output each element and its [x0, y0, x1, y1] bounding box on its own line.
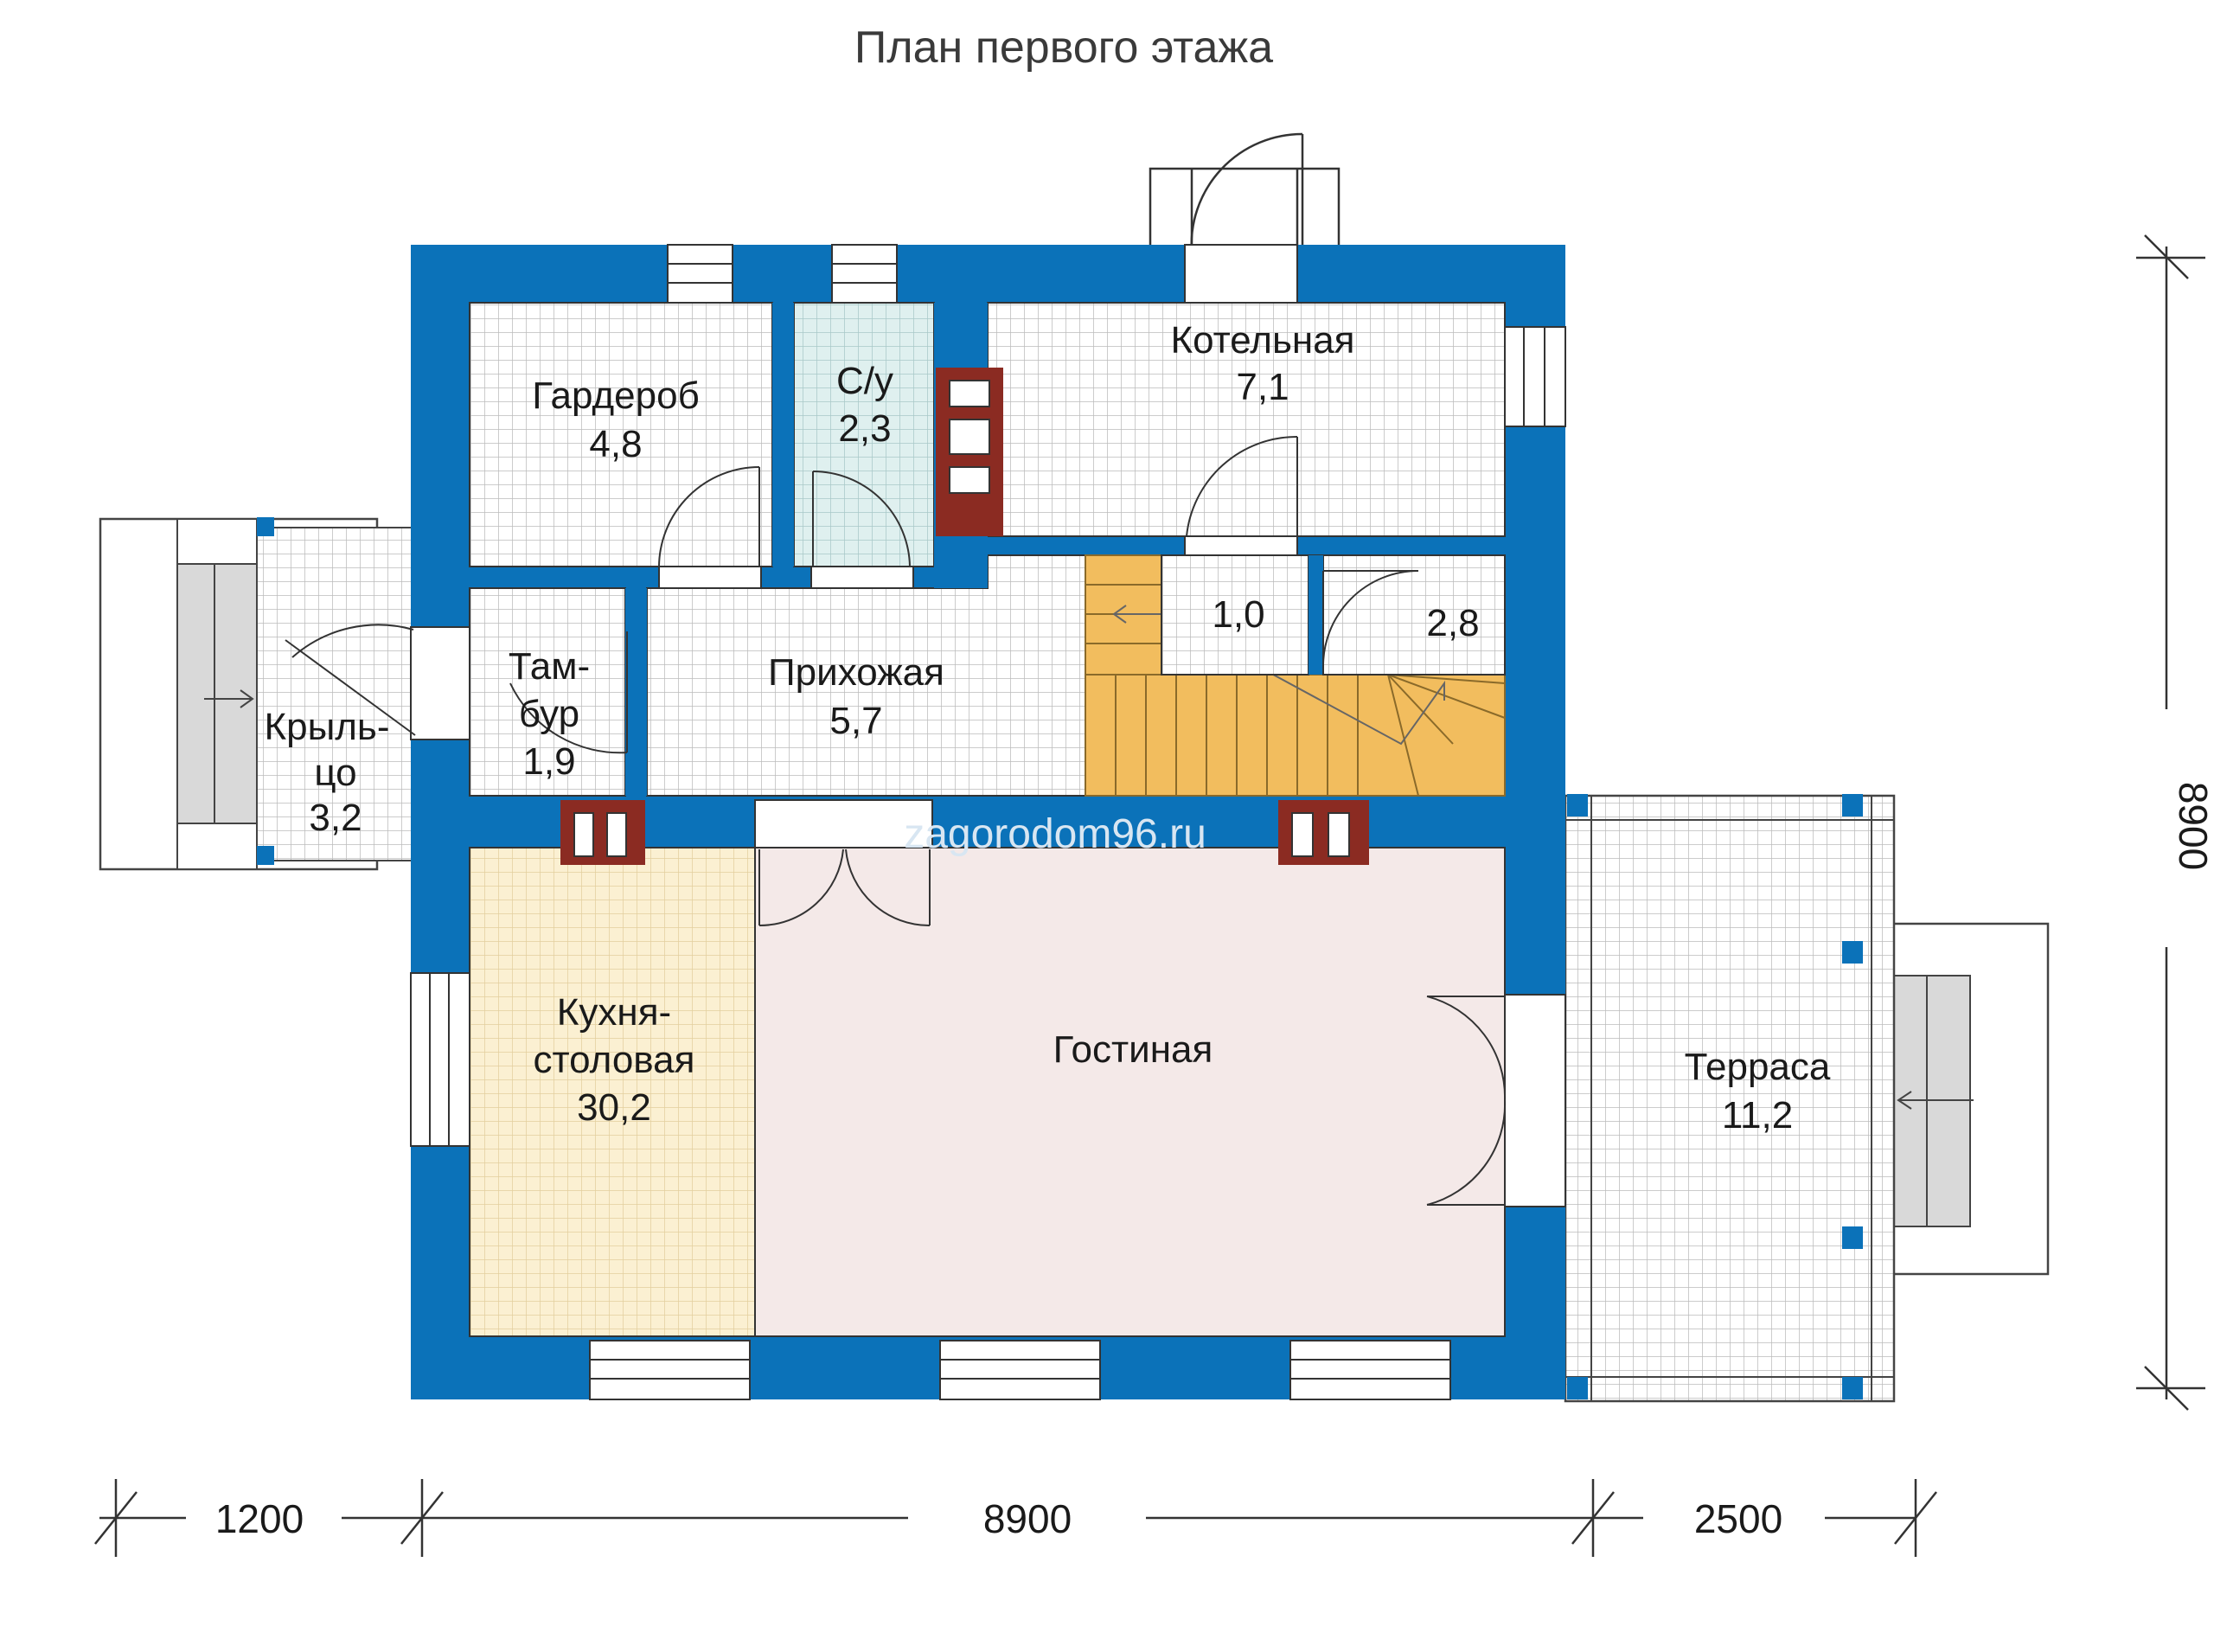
porch-area: 3,2 — [309, 797, 362, 839]
closet-stair-floor — [1322, 554, 1506, 676]
hall-area: 5,7 — [829, 700, 882, 742]
doors — [285, 244, 1566, 1207]
living-name: Гостиная — [1053, 1028, 1213, 1071]
vertical-dimensions — [2136, 234, 2205, 1411]
closet-stair-area: 2,8 — [1426, 602, 1479, 644]
kitchen-floor — [469, 847, 756, 1337]
terrace-area: 11,2 — [1722, 1094, 1793, 1137]
garderob-name: Гардероб — [532, 375, 700, 417]
vestibule-floor — [469, 587, 626, 797]
porch-name-1: Крыль- — [265, 706, 390, 748]
bath-floor — [793, 302, 935, 567]
boiler-floor — [987, 302, 1506, 537]
closets — [1161, 554, 1506, 676]
bath-name: С/у — [836, 360, 893, 402]
chimney-boiler — [936, 368, 1003, 536]
closet-small-area: 1,0 — [1212, 593, 1264, 636]
top-entrance-canopy — [1149, 132, 1341, 253]
room-labels: Гардероб 4,8 С/у 2,3 Котельная 7,1 1,0 2… — [265, 319, 1831, 1137]
plan-title: План первого этажа — [854, 22, 1273, 73]
garderob-floor — [469, 302, 773, 567]
chimney-living — [1278, 800, 1369, 865]
horizontal-dimensions — [94, 1479, 1937, 1557]
garderob-area: 4,8 — [589, 423, 642, 465]
vestibule-area: 1,9 — [522, 740, 575, 783]
kitchen-area: 30,2 — [577, 1086, 651, 1129]
staircase — [1085, 554, 1506, 797]
boiler-area: 7,1 — [1236, 366, 1289, 408]
windows — [410, 244, 1566, 1400]
hall-name: Прихожая — [768, 651, 944, 694]
dimension-terrace-width: 2500 — [1694, 1496, 1782, 1541]
living-floor — [754, 847, 1506, 1337]
porch — [99, 517, 413, 871]
terrace — [1564, 794, 2050, 1403]
kitchen-name-2: столовая — [534, 1039, 695, 1081]
chimney-kitchen — [560, 800, 645, 865]
boiler-name: Котельная — [1171, 319, 1355, 362]
dimension-house-width: 8900 — [983, 1496, 1072, 1541]
terrace-name: Терраса — [1685, 1046, 1831, 1088]
vestibule-name-2: бур — [519, 693, 579, 735]
dimension-porch-width: 1200 — [215, 1496, 304, 1541]
dimension-house-depth: 8900 — [2171, 782, 2214, 870]
vestibule-name-1: Там- — [509, 645, 590, 688]
watermark: zagorodom96.ru — [904, 811, 1206, 857]
porch-name-2: цо — [314, 752, 356, 794]
kitchen-name-1: Кухня- — [557, 991, 671, 1034]
bath-area: 2,3 — [838, 407, 891, 450]
